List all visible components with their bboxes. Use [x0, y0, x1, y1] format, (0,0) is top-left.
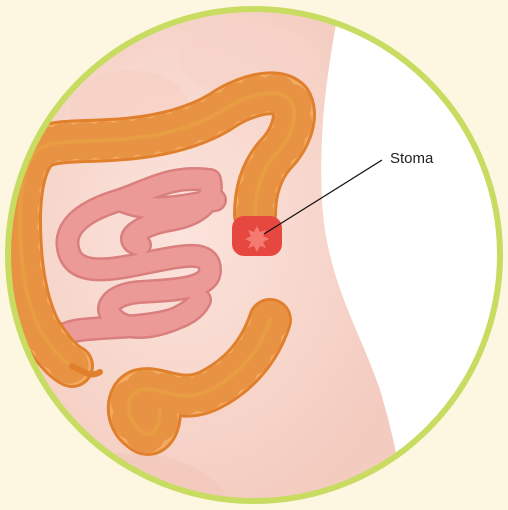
stoma-label: Stoma [390, 150, 433, 167]
stoma [232, 216, 282, 256]
small-intestine [59, 179, 215, 350]
